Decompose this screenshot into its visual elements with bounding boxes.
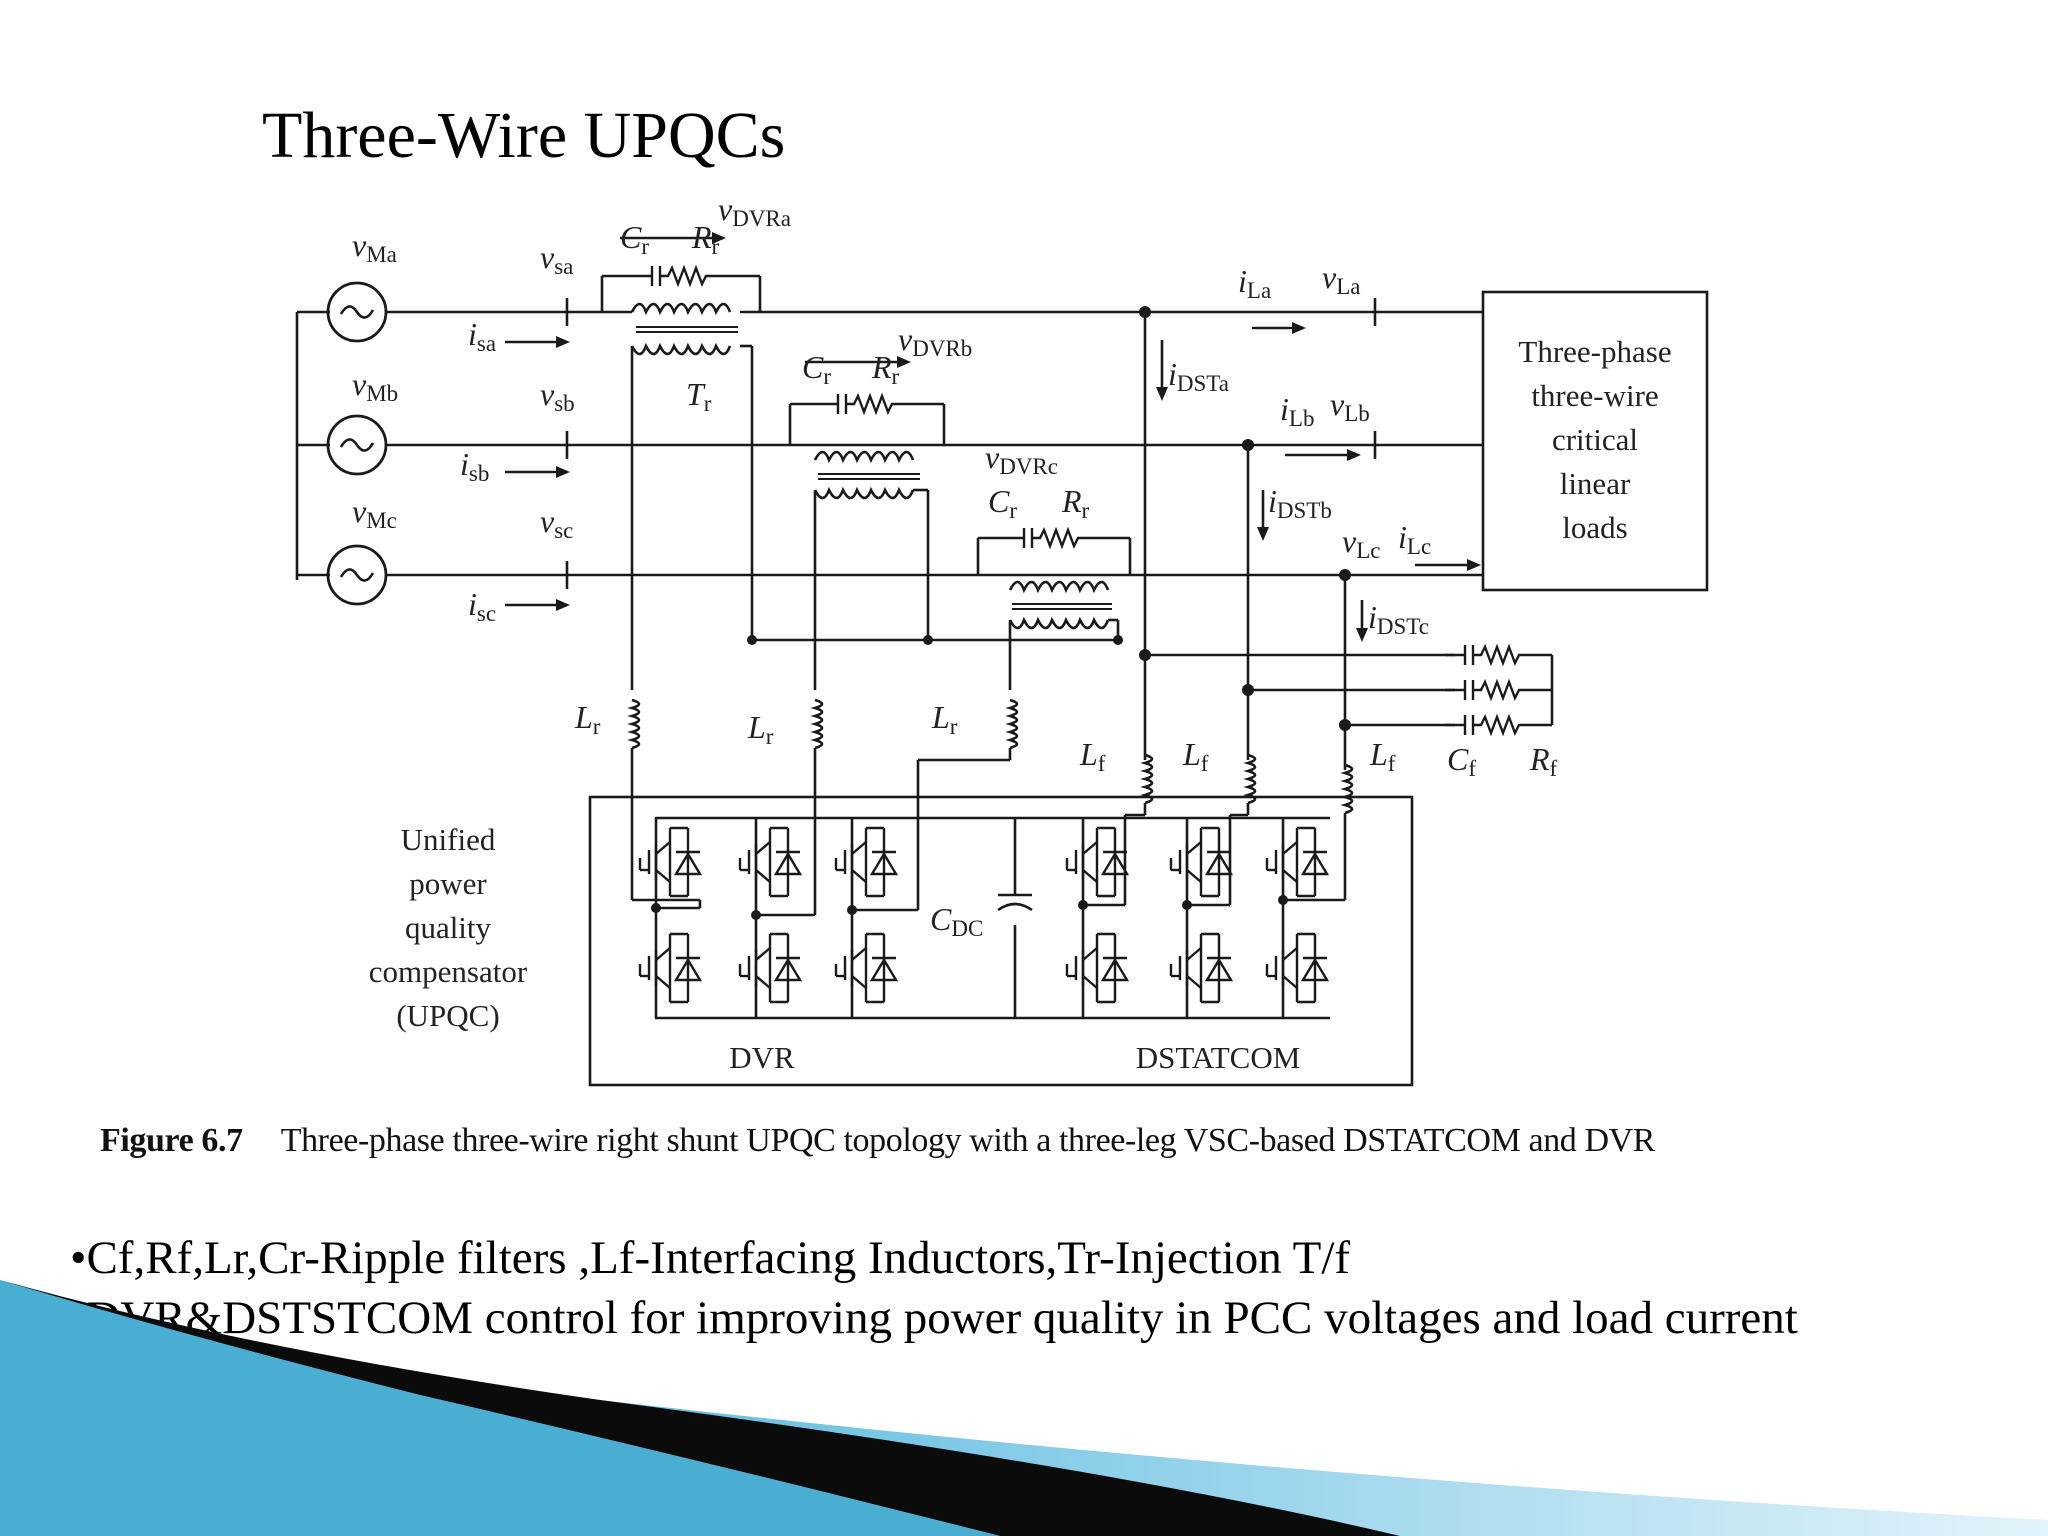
load-label-line-2: three-wire xyxy=(1531,378,1658,413)
upqc-label-line-1: Unified xyxy=(401,822,496,857)
injection-transformer-b xyxy=(788,356,946,690)
label-vLa: vLa xyxy=(1322,259,1360,299)
load-box xyxy=(1481,290,1709,592)
inductor-lr-a xyxy=(627,698,641,900)
label-iDSTb: iDSTb xyxy=(1268,483,1332,523)
label-vsc: vsc xyxy=(540,503,573,543)
label-lf-b: Lf xyxy=(1182,736,1209,776)
arrow-isb xyxy=(505,466,570,478)
label-tr: Tr xyxy=(686,376,712,416)
source-a xyxy=(297,281,388,343)
figure-label: Figure 6.7 xyxy=(100,1122,243,1159)
arrow-isc xyxy=(505,599,570,611)
label-vDVRb: vDVRb xyxy=(898,321,972,361)
injection-transformer-c xyxy=(976,526,1132,640)
dstatcom-label: DSTATCOM xyxy=(1136,1040,1301,1075)
figure-caption: Figure 6.7 Three-phase three-wire right s… xyxy=(100,1122,1655,1160)
label-lr-c: Lr xyxy=(931,699,958,739)
label-rr-b: Rr xyxy=(871,349,900,389)
label-cr-b: Cr xyxy=(802,349,831,389)
bullet-item: •Cf,Rf,Lr,Cr-Ripple filters ,Lf-Interfac… xyxy=(70,1232,1351,1284)
label-lf-c: Lf xyxy=(1369,736,1396,776)
label-cdc: CDC xyxy=(930,901,983,941)
label-vDVRc: vDVRc xyxy=(985,439,1058,479)
dstatcom-leg-b xyxy=(1169,818,1233,1018)
decorative-swoosh xyxy=(0,1280,2048,1536)
upqc-inverter-box xyxy=(588,795,1414,1087)
label-iDSTa: iDSTa xyxy=(1168,356,1229,396)
upqc-label-line-3: quality xyxy=(405,910,492,945)
label-vsb: vsb xyxy=(540,376,575,416)
label-lf-a: Lf xyxy=(1079,736,1106,776)
injection-transformer-a xyxy=(600,232,762,690)
load-label-line-4: linear xyxy=(1560,466,1631,501)
load-label-line-5: loads xyxy=(1562,510,1627,545)
slide-title: Three-Wire UPQCs xyxy=(262,99,786,172)
label-rr-c: Rr xyxy=(1061,483,1090,523)
load-label-line-1: Three-phase xyxy=(1518,334,1671,369)
label-iDSTc: iDSTc xyxy=(1368,599,1429,639)
label-iLa: iLa xyxy=(1238,263,1271,303)
label-vMc: vMc xyxy=(352,493,397,533)
label-vsa: vsa xyxy=(540,239,573,279)
bullet-item: •DVR&DSTSTCOM control for improving powe… xyxy=(70,1292,1798,1344)
label-rf: Rf xyxy=(1529,741,1558,781)
label-lr-a: Lr xyxy=(574,699,601,739)
arrow-isa xyxy=(505,336,570,348)
label-vDVRa: vDVRa xyxy=(718,191,791,231)
dvr-leg-a xyxy=(632,818,702,1018)
inductor-lr-c xyxy=(916,698,1019,910)
upqc-label-line-5: (UPQC) xyxy=(396,998,499,1033)
label-cr-c: Cr xyxy=(988,483,1017,523)
load-label-line-3: critical xyxy=(1552,422,1638,457)
label-vLb: vLb xyxy=(1330,386,1370,426)
dvr-leg-b xyxy=(738,818,817,1018)
label-rr-a: Rr xyxy=(691,219,720,259)
dvr-label: DVR xyxy=(729,1040,795,1075)
label-isb: isb xyxy=(460,446,489,486)
inductor-lr-b xyxy=(810,698,824,900)
source-c xyxy=(297,544,388,606)
label-isc: isc xyxy=(468,586,496,626)
label-cr-a: Cr xyxy=(620,219,649,259)
upqc-label-line-4: compensator xyxy=(369,954,528,989)
label-vMb: vMb xyxy=(352,366,398,406)
label-iLc: iLc xyxy=(1398,519,1431,559)
label-lr-b: Lr xyxy=(747,709,774,749)
label-isa: isa xyxy=(468,316,496,356)
dstatcom-leg-a xyxy=(1065,818,1129,1018)
label-vLc: vLc xyxy=(1342,523,1380,563)
upqc-label-line-2: power xyxy=(409,866,487,901)
source-b xyxy=(297,414,388,476)
label-cf: Cf xyxy=(1447,741,1476,781)
dstatcom-leg-c xyxy=(1265,818,1345,1018)
dvr-leg-c xyxy=(834,818,918,1018)
label-vMa: vMa xyxy=(352,227,397,267)
figure-caption-text: Three-phase three-wire right shunt UPQC … xyxy=(280,1122,1656,1159)
label-iLb: iLb xyxy=(1280,391,1314,431)
